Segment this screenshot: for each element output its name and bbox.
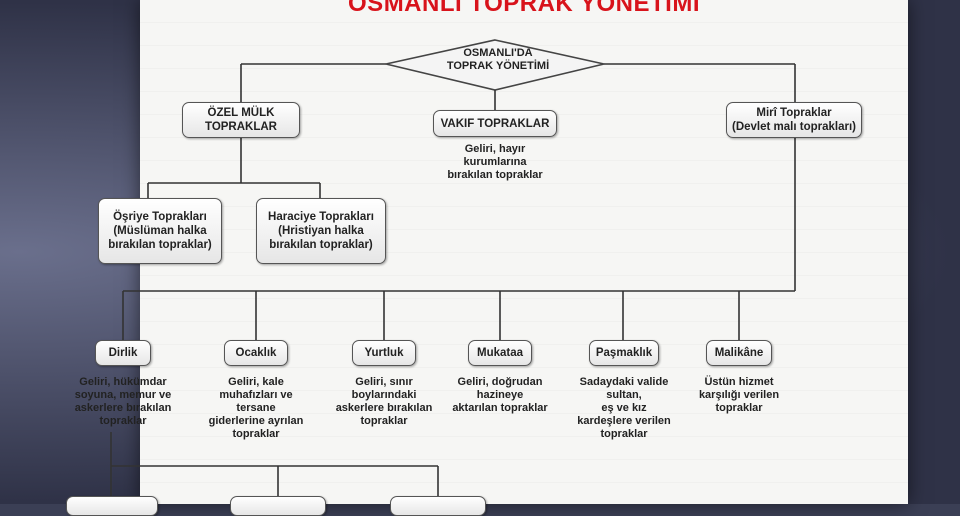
dirlik-description: Geliri, hükümdar soyuna, memur ve askerl… (74, 376, 172, 427)
node-miri: Mirî Topraklar (Devlet malı toprakları) (726, 102, 862, 138)
node-yurtluk: Yurtluk (352, 340, 416, 366)
node-malikane: Malikâne (706, 340, 772, 366)
malikane-description: Üstün hizmet karşılığı verilen topraklar (698, 376, 780, 414)
node-cut-3 (390, 496, 486, 516)
yurtluk-description: Geliri, sınır boylarındaki askerlere bır… (335, 376, 433, 427)
vakif-description: Geliri, hayır kurumlarına bırakılan topr… (447, 143, 543, 181)
node-vakif: VAKIF TOPRAKLAR (433, 110, 557, 137)
page-title: OSMANLI TOPRAK YÖNETİMİ (348, 0, 700, 17)
node-cut-2 (230, 496, 326, 516)
mukataa-description: Geliri, doğrudan hazineye aktarılan topr… (452, 376, 548, 414)
pasmaklik-description: Sadaydaki valide sultan, eş ve kız karde… (577, 376, 671, 440)
node-osriye: Öşriye Toprakları (Müslüman halka bırakı… (98, 198, 222, 264)
node-haraciye: Haraciye Toprakları (Hristiyan halka bır… (256, 198, 386, 264)
node-dirlik: Dirlik (95, 340, 151, 366)
node-cut-1 (66, 496, 158, 516)
ocaklik-description: Geliri, kale muhafızları ve tersane gide… (208, 376, 304, 440)
node-mukataa: Mukataa (468, 340, 532, 366)
root-node-label: OSMANLI'DA TOPRAK YÖNETİMİ (446, 47, 550, 72)
node-ozel-mulk: ÖZEL MÜLK TOPRAKLAR (182, 102, 300, 138)
connector-lines (110, 39, 796, 496)
node-ocaklik: Ocaklık (224, 340, 288, 366)
node-pasmaklik: Paşmaklık (589, 340, 659, 366)
